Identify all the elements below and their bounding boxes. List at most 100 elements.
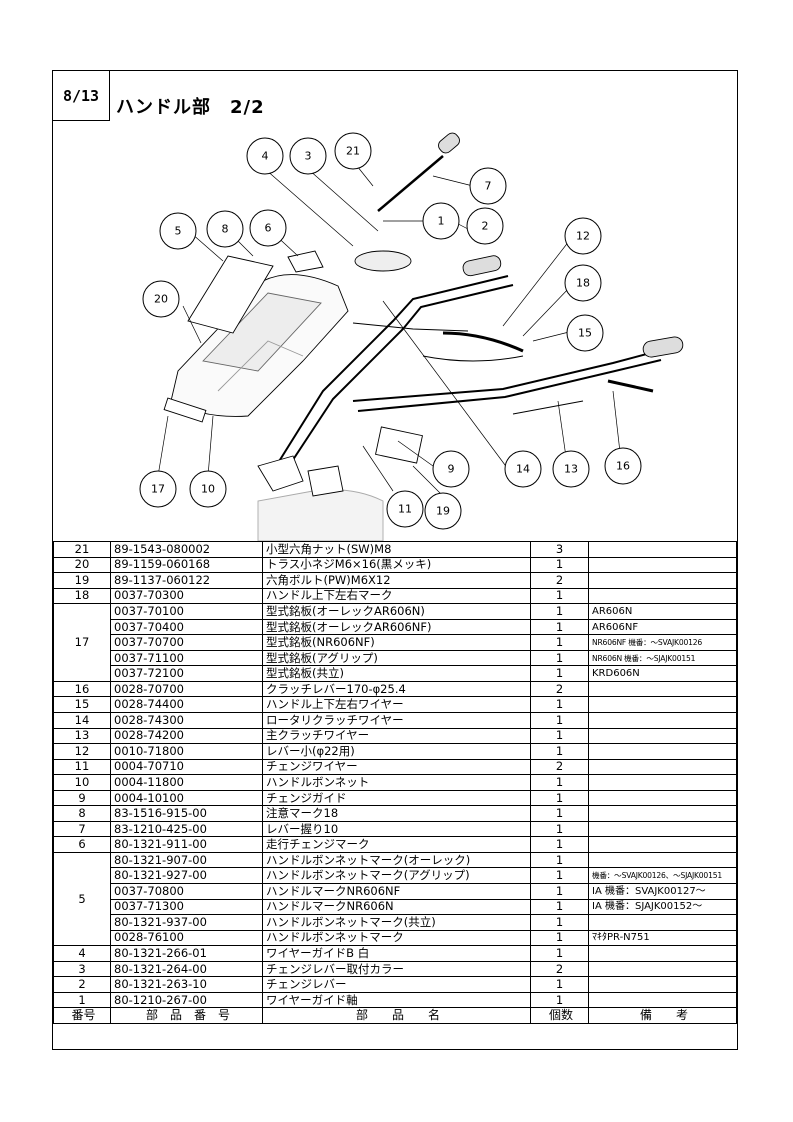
callout-4: 4 [246, 137, 284, 175]
callout-label: 9 [448, 463, 455, 476]
part-name-cell: ハンドルボンネットマーク [262, 929, 531, 947]
remarks-cell: NR606NF 機番：～SVAJK00126 [588, 634, 737, 651]
part-code-cell: 80-1321-264-00 [110, 960, 263, 978]
part-number-cell: 10 [53, 774, 111, 791]
callout-label: 20 [154, 293, 168, 306]
column-header-name: 部 品 名 [262, 1007, 531, 1024]
remarks-cell: ﾏｷﾀPR-N751 [588, 929, 737, 947]
quantity-cell: 1 [530, 898, 589, 916]
part-name-cell: 走行チェンジマーク [262, 836, 531, 853]
part-number-cell: 19 [53, 572, 111, 589]
quantity-cell: 2 [530, 758, 589, 776]
remarks-cell: IA 機番：SVAJK00127～ [588, 883, 737, 900]
part-code-cell: 80-1210-267-00 [110, 991, 263, 1009]
remarks-cell [588, 680, 737, 698]
callout-label: 8 [222, 223, 229, 236]
part-number-cell: 1 [53, 991, 111, 1009]
part-code-cell: 83-1516-915-00 [110, 805, 263, 822]
engine-outline [257, 489, 384, 541]
remarks-cell [588, 914, 737, 931]
quantity-cell: 2 [530, 680, 589, 698]
callout-11: 11 [386, 490, 424, 528]
part-code-cell: 0037-72100 [110, 665, 263, 682]
part-number-cell: 2 [53, 976, 111, 993]
callout-17: 17 [139, 470, 177, 508]
table-header-row: 番号部 品 番 号部 品 名個数備 考 [53, 1007, 737, 1024]
callout-label: 3 [305, 150, 312, 163]
part-code-cell: 89-1543-080002 [110, 541, 263, 558]
callout-label: 15 [578, 327, 592, 340]
remarks-cell [588, 587, 737, 605]
part-number-cell: 11 [53, 758, 111, 776]
quantity-cell: 3 [530, 541, 589, 558]
quantity-cell: 1 [530, 851, 589, 869]
part-number-cell: 21 [53, 541, 111, 558]
grip-right-part [642, 336, 684, 358]
part-number-cell: 17 [53, 603, 111, 682]
remarks-cell [588, 960, 737, 978]
part-name-cell: ハンドルボンネットマーク(アグリップ) [262, 867, 531, 885]
part-code-cell: 0037-70700 [110, 634, 263, 651]
remarks-cell [588, 758, 737, 776]
part-number-cell: 9 [53, 789, 111, 807]
remarks-cell [588, 991, 737, 1009]
part-code-cell: 80-1321-263-10 [110, 976, 263, 993]
part-code-cell: 0037-71300 [110, 898, 263, 916]
part-name-cell: ロータリクラッチワイヤー [262, 712, 531, 729]
part-code-cell: 80-1321-907-00 [110, 851, 263, 869]
callout-label: 19 [436, 505, 450, 518]
handle-bar-part [272, 275, 509, 472]
part-code-cell: 89-1159-060168 [110, 556, 263, 574]
change-guide-plate-part [375, 426, 423, 464]
part-name-cell: 注意マーク18 [262, 805, 531, 822]
callout-label: 5 [175, 225, 182, 238]
part-name-cell: 主クラッチワイヤー [262, 727, 531, 745]
part-code-cell: 0037-70800 [110, 883, 263, 900]
callout-14: 14 [504, 450, 542, 488]
callout-5: 5 [159, 212, 197, 250]
remarks-cell: AR606NF [588, 618, 737, 636]
remarks-cell: IA 機番：SJAJK00152～ [588, 898, 737, 916]
quantity-cell: 1 [530, 820, 589, 838]
remarks-cell [588, 851, 737, 869]
part-code-cell: 0010-71800 [110, 743, 263, 760]
part-name-cell: ハンドルマークNR606N [262, 898, 531, 916]
column-header-no: 番号 [53, 1007, 111, 1024]
part-code-cell: 83-1210-425-00 [110, 820, 263, 838]
callout-label: 10 [201, 483, 215, 496]
remarks-cell: AR606N [588, 603, 737, 620]
remarks-cell [588, 727, 737, 745]
callout-label: 17 [151, 483, 165, 496]
quantity-cell: 1 [530, 836, 589, 853]
callout-label: 1 [438, 215, 445, 228]
callout-label: 18 [576, 277, 590, 290]
quantity-cell: 1 [530, 727, 589, 745]
part-name-cell: ハンドルボンネット [262, 774, 531, 791]
remarks-cell [588, 836, 737, 853]
page-title: ハンドル部 2/2 [116, 97, 265, 118]
part-name-cell: ハンドル上下左右マーク [262, 587, 531, 605]
part-code-cell: 0028-74400 [110, 696, 263, 714]
part-name-cell: チェンジワイヤー [262, 758, 531, 776]
quantity-cell: 1 [530, 789, 589, 807]
callout-7: 7 [469, 167, 507, 205]
quantity-cell: 1 [530, 696, 589, 714]
part-code-cell: 80-1321-911-00 [110, 836, 263, 853]
part-name-cell: ハンドルボンネットマーク(オーレック) [262, 851, 531, 869]
